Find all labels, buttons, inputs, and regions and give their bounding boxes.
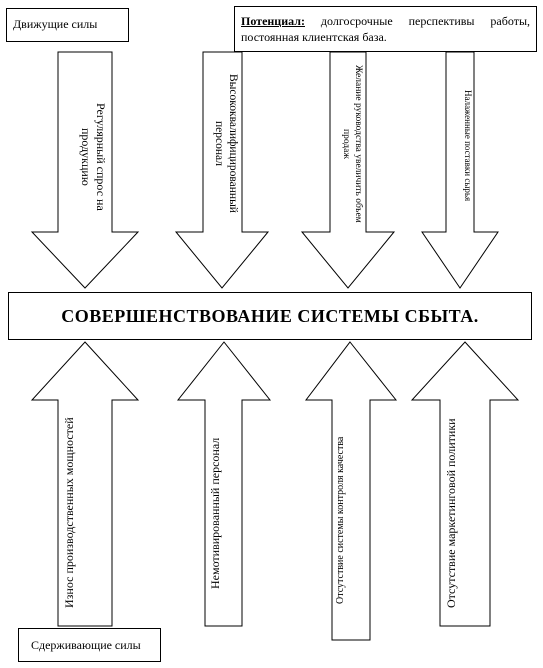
driving-forces-label: Движущие силы [6,8,129,42]
potential-label: Потенциал: [241,14,305,28]
driving-force-3: Желание руководства увеличить объем прод… [341,65,363,223]
central-title: СОВЕРШЕНСТВОВАНИЕ СИСТЕМЫ СБЫТА. [8,292,532,340]
driving-arrow-1 [30,51,140,289]
restraining-arrow-2 [176,341,272,627]
restraining-arrow-3 [304,341,398,641]
driving-force-2: Высококвалифицированный персонал [213,73,239,213]
potential-box: Потенциал: долгосрочные перспективы рабо… [234,6,537,52]
potential-text: долгосрочные перспективы работы, постоян… [241,14,530,44]
restraining-arrow-1 [30,341,140,627]
driving-arrow-4 [421,51,499,289]
restraining-force-4: Отсутствие маркетинговой политики [444,418,458,608]
restraining-forces-label: Сдерживающие силы [18,628,161,662]
restraining-force-3: Отсутствие системы контроля качества [335,436,346,604]
restraining-force-1: Износ производственных мощностей [62,417,76,609]
driving-force-1: Регулярный спрос на продукцию [79,103,108,211]
restraining-arrow-4 [410,341,520,627]
driving-force-4: Налаженные поставки сырья [463,90,473,202]
driving-arrow-2 [174,51,270,289]
restraining-force-2: Немотивированный персонал [208,437,222,589]
driving-arrow-3 [300,51,396,289]
